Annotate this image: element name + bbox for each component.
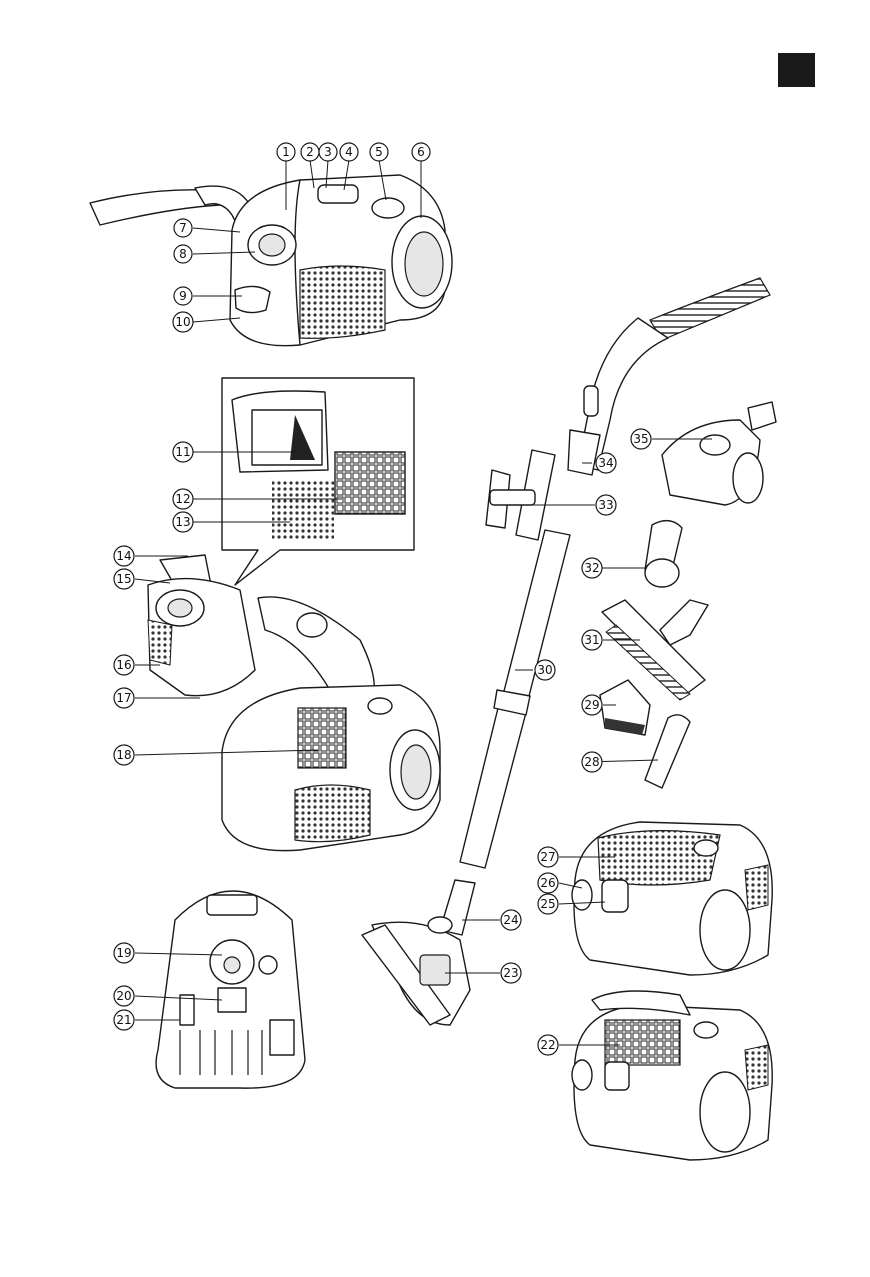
svg-text:1: 1 (282, 145, 290, 159)
callout-5: 5 (369, 142, 389, 162)
callout-2: 2 (300, 142, 320, 162)
svg-text:15: 15 (116, 572, 131, 586)
callout-20: 20 (113, 985, 135, 1007)
svg-text:28: 28 (584, 755, 599, 769)
callout-4: 4 (339, 142, 359, 162)
filter-inset-illustration (221, 377, 415, 586)
svg-text:14: 14 (116, 549, 131, 563)
svg-text:17: 17 (116, 691, 131, 705)
callout-33: 33 (595, 494, 617, 516)
callout-17: 17 (113, 687, 135, 709)
callout-22: 22 (537, 1034, 559, 1056)
svg-text:18: 18 (116, 748, 131, 762)
svg-text:33: 33 (598, 498, 613, 512)
callout-15: 15 (113, 568, 135, 590)
open-vacuum-illustration (147, 554, 441, 852)
svg-text:11: 11 (175, 445, 190, 459)
callout-18: 18 (113, 744, 135, 766)
svg-text:21: 21 (116, 1013, 131, 1027)
callouts: 1 2 3 4 5 6 7 8 9 10 11 12 13 14 15 16 1… (113, 142, 652, 1056)
svg-text:2: 2 (306, 145, 314, 159)
svg-text:30: 30 (537, 663, 552, 677)
svg-text:12: 12 (175, 492, 190, 506)
svg-text:24: 24 (503, 913, 518, 927)
svg-text:16: 16 (116, 658, 131, 672)
callout-29: 29 (581, 694, 603, 716)
callout-3: 3 (318, 142, 338, 162)
callout-34: 34 (595, 452, 617, 474)
svg-text:3: 3 (324, 145, 332, 159)
callout-7: 7 (173, 218, 193, 238)
callout-31: 31 (581, 629, 603, 651)
svg-text:31: 31 (584, 633, 599, 647)
vacuum-open-lid-illustration (571, 990, 773, 1161)
callout-21: 21 (113, 1009, 135, 1031)
callout-14: 14 (113, 545, 135, 567)
callout-24: 24 (500, 909, 522, 931)
svg-text:27: 27 (540, 850, 555, 864)
svg-text:6: 6 (417, 145, 425, 159)
callout-23: 23 (500, 962, 522, 984)
callout-12: 12 (172, 488, 194, 510)
handle-illustration (567, 277, 771, 476)
turbo-brush-illustration (661, 401, 777, 506)
svg-text:5: 5 (375, 145, 383, 159)
small-nozzle-illustration (644, 520, 683, 588)
vacuum-front-illustration (571, 821, 773, 976)
callout-8: 8 (173, 244, 193, 264)
tube-illustration (459, 449, 571, 869)
callout-10: 10 (172, 311, 194, 333)
svg-text:32: 32 (584, 561, 599, 575)
svg-text:23: 23 (503, 966, 518, 980)
crevice-tool-illustration (644, 714, 691, 789)
callout-16: 16 (113, 654, 135, 676)
page-corner-tab (778, 53, 815, 87)
callout-28: 28 (581, 751, 603, 773)
upholstery-nozzle-illustration (599, 679, 651, 736)
svg-text:4: 4 (345, 145, 353, 159)
callout-6: 6 (411, 142, 431, 162)
svg-text:26: 26 (540, 876, 555, 890)
leader-lines (134, 159, 712, 1046)
callout-1: 1 (276, 142, 296, 162)
bottom-view-illustration (155, 890, 306, 1089)
hardfloor-nozzle-illustration (601, 599, 709, 701)
svg-text:25: 25 (540, 897, 555, 911)
vacuum-top-illustration (89, 174, 453, 347)
callout-25: 25 (537, 893, 559, 915)
callout-11: 11 (172, 441, 194, 463)
svg-text:10: 10 (175, 315, 190, 329)
svg-text:29: 29 (584, 698, 599, 712)
callout-30: 30 (534, 659, 556, 681)
callout-19: 19 (113, 942, 135, 964)
svg-text:22: 22 (540, 1038, 555, 1052)
svg-text:7: 7 (179, 221, 187, 235)
callout-35: 35 (630, 428, 652, 450)
callout-13: 13 (172, 511, 194, 533)
svg-text:9: 9 (179, 289, 187, 303)
svg-text:8: 8 (179, 247, 187, 261)
callout-9: 9 (173, 286, 193, 306)
svg-text:34: 34 (598, 456, 613, 470)
svg-text:19: 19 (116, 946, 131, 960)
svg-text:13: 13 (175, 515, 190, 529)
svg-text:20: 20 (116, 989, 131, 1003)
callout-32: 32 (581, 557, 603, 579)
callout-26: 26 (537, 872, 559, 894)
svg-text:35: 35 (633, 432, 648, 446)
callout-27: 27 (537, 846, 559, 868)
floor-nozzle-illustration (361, 879, 476, 1026)
